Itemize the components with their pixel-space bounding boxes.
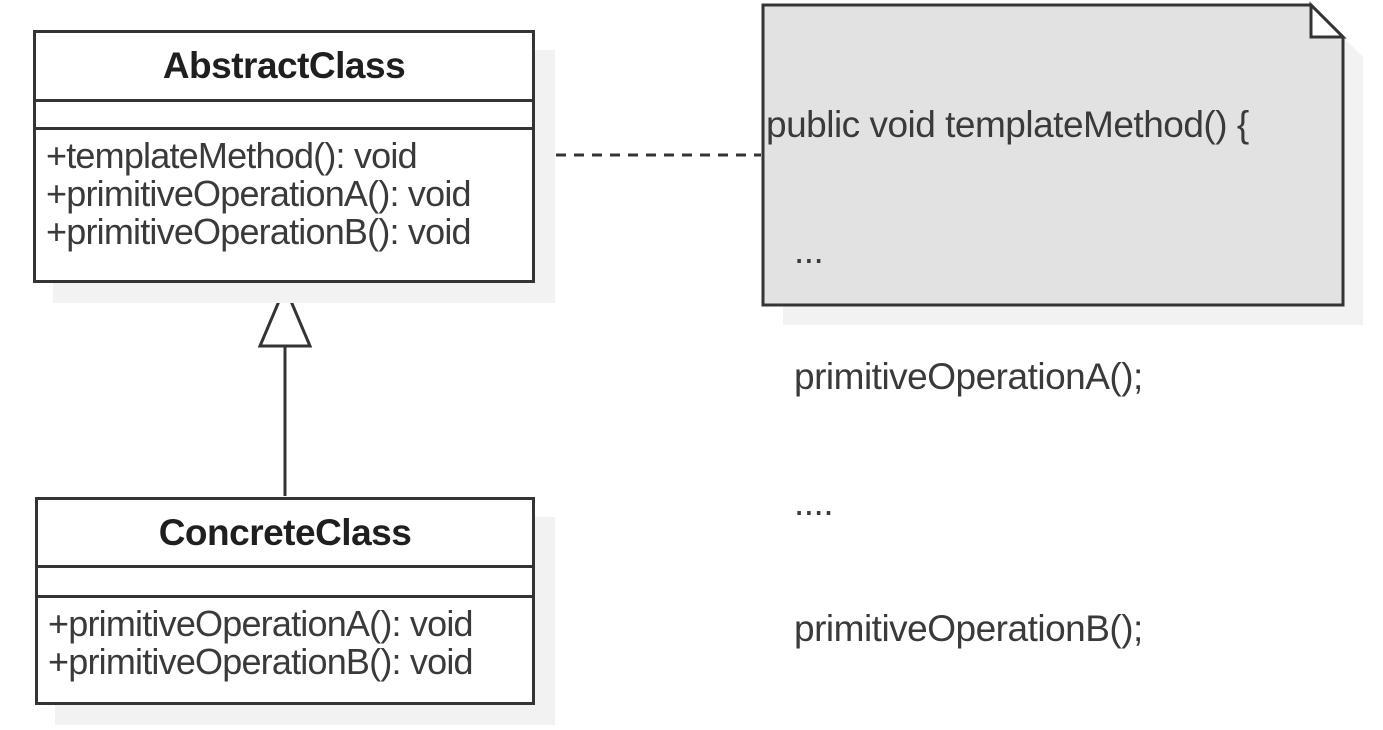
code-line: public void templateMethod() { bbox=[766, 104, 1249, 145]
code-line: primitiveOperationB(); bbox=[794, 608, 1143, 649]
class-title-concreteclass: ConcreteClass bbox=[38, 500, 532, 568]
inheritance-arrowhead-icon bbox=[257, 283, 313, 348]
note-shape bbox=[761, 3, 1345, 307]
methods-compartment-concreteclass: +primitiveOperationA(): void +primitiveO… bbox=[38, 598, 532, 702]
note-code-block: public void templateMethod() { ... primi… bbox=[766, 20, 1311, 730]
code-line: .... bbox=[794, 482, 834, 523]
note-fold-icon bbox=[1309, 1, 1347, 39]
code-line: primitiveOperationA(); bbox=[794, 356, 1143, 397]
method-item: +primitiveOperationA(): void bbox=[46, 173, 472, 214]
class-box-concreteclass: ConcreteClass +primitiveOperationA(): vo… bbox=[35, 497, 535, 705]
method-item: +primitiveOperationB(): void bbox=[48, 641, 474, 682]
attributes-compartment-abstractclass bbox=[36, 102, 532, 130]
method-item: +primitiveOperationA(): void bbox=[48, 603, 474, 644]
class-box-abstractclass: AbstractClass +templateMethod(): void +p… bbox=[33, 30, 535, 283]
code-line: ... bbox=[794, 230, 824, 271]
method-item: +templateMethod(): void bbox=[46, 135, 418, 176]
methods-compartment-abstractclass: +templateMethod(): void +primitiveOperat… bbox=[36, 130, 532, 280]
method-item: +primitiveOperationB(): void bbox=[46, 211, 472, 252]
class-title-abstractclass: AbstractClass bbox=[36, 33, 532, 102]
attributes-compartment-concreteclass bbox=[38, 568, 532, 598]
